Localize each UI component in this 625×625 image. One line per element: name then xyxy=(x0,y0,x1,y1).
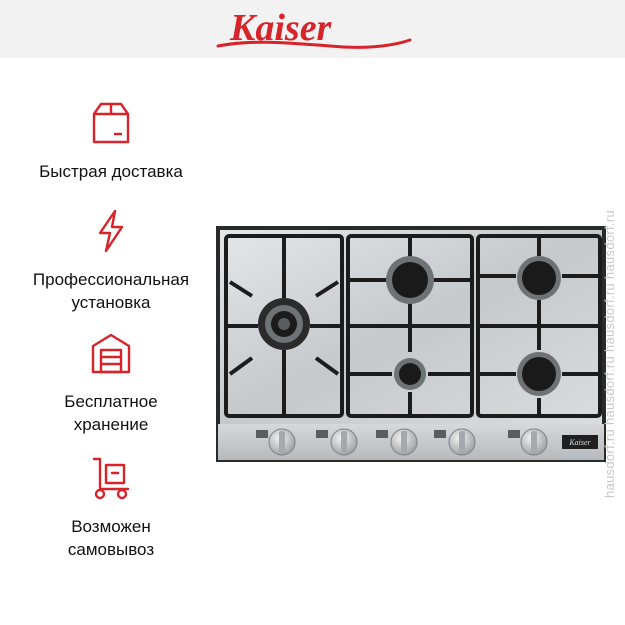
knob-3[interactable] xyxy=(376,428,418,456)
feature-label: Возможен самовывоз xyxy=(67,517,155,559)
knob-4[interactable] xyxy=(434,428,476,456)
product-badge: Kaiser xyxy=(562,435,598,449)
feature-label: Профессиональная установка xyxy=(32,270,190,312)
watermark: hausdorf.ru hausdorf.ru hausdorf.ru haus… xyxy=(602,210,624,625)
product-badge-text: Kaiser xyxy=(568,438,591,447)
burner-right-bottom xyxy=(517,352,561,396)
burner-middle-small xyxy=(394,358,426,390)
gas-hob-image: Kaiser xyxy=(216,226,606,462)
box-icon xyxy=(92,102,130,144)
feature-installation: Профессиональная установка xyxy=(0,208,222,314)
knob-2[interactable] xyxy=(316,428,358,456)
feature-pickup: Возможен самовывоз xyxy=(0,455,222,561)
burner-right-top xyxy=(517,256,561,300)
warehouse-icon xyxy=(91,333,131,374)
watermark-text: hausdorf.ru hausdorf.ru hausdorf.ru haus… xyxy=(602,210,617,498)
knob-5[interactable] xyxy=(508,428,548,456)
knob-1[interactable] xyxy=(256,428,296,456)
grate-right xyxy=(476,234,602,418)
logo-text: Kaiser xyxy=(229,7,333,49)
kaiser-logo: Kaiser xyxy=(216,7,412,49)
burner-middle-large xyxy=(386,256,434,304)
feature-label: Быстрая доставка xyxy=(39,162,183,181)
hand-truck-icon xyxy=(92,457,130,500)
lightning-icon xyxy=(98,209,124,253)
grate-middle xyxy=(346,234,474,418)
feature-fast-delivery: Быстрая доставка xyxy=(0,100,222,183)
burner-wok xyxy=(258,298,310,350)
feature-label: Бесплатное хранение xyxy=(64,392,158,434)
grate-left xyxy=(224,234,344,418)
header-band: Kaiser xyxy=(0,0,625,58)
feature-storage: Бесплатное хранение xyxy=(0,330,222,436)
